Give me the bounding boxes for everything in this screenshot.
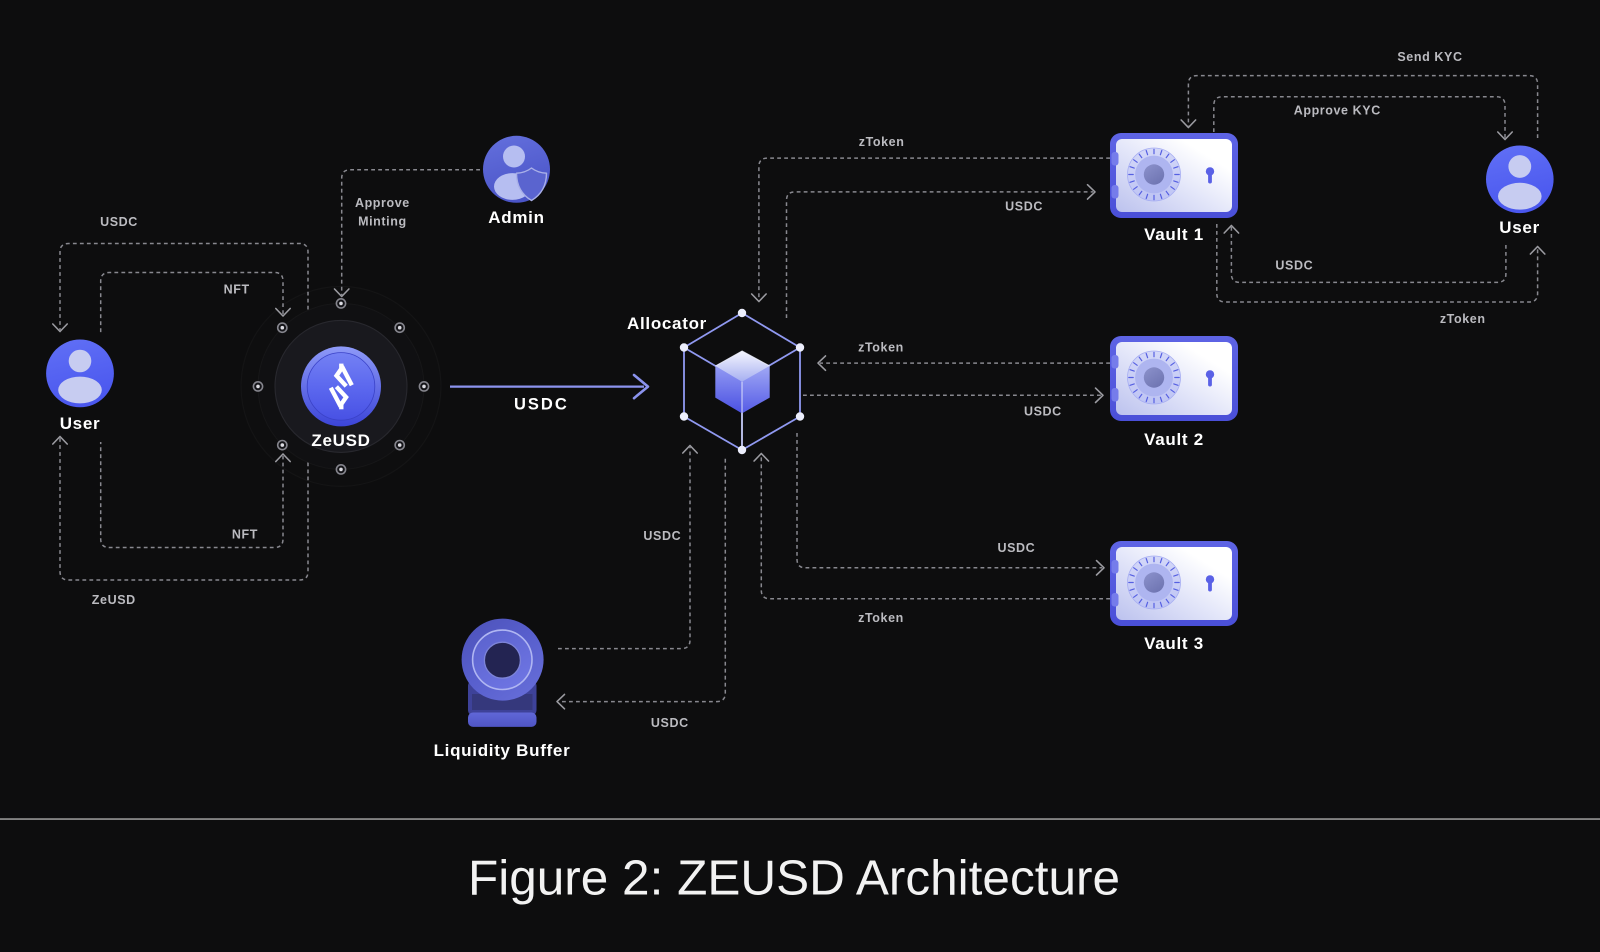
svg-text:NFT: NFT — [224, 283, 250, 297]
svg-text:USDC: USDC — [643, 529, 681, 543]
svg-text:USDC: USDC — [1275, 259, 1313, 273]
svg-text:Minting: Minting — [358, 215, 407, 229]
svg-text:USDC: USDC — [514, 396, 569, 414]
svg-text:Send KYC: Send KYC — [1397, 50, 1462, 64]
svg-text:Approve KYC: Approve KYC — [1294, 103, 1381, 117]
svg-text:USDC: USDC — [1024, 404, 1062, 418]
svg-text:NFT: NFT — [232, 528, 258, 542]
svg-text:Admin: Admin — [488, 208, 544, 227]
svg-text:USDC: USDC — [651, 716, 689, 730]
svg-text:ZeUSD: ZeUSD — [92, 593, 136, 607]
svg-text:Approve: Approve — [355, 196, 410, 210]
svg-text:Vault 1: Vault 1 — [1144, 225, 1204, 244]
svg-text:Vault 2: Vault 2 — [1144, 430, 1204, 449]
svg-text:USDC: USDC — [100, 215, 138, 229]
svg-text:ZeUSD: ZeUSD — [311, 431, 370, 450]
svg-text:USDC: USDC — [1005, 200, 1043, 214]
svg-text:zToken: zToken — [1440, 312, 1486, 326]
svg-text:zToken: zToken — [858, 341, 904, 355]
svg-text:USDC: USDC — [997, 541, 1035, 555]
svg-text:Vault 3: Vault 3 — [1144, 634, 1204, 653]
svg-text:User: User — [1499, 218, 1540, 237]
svg-text:zToken: zToken — [858, 611, 904, 625]
svg-text:Allocator: Allocator — [627, 314, 707, 333]
svg-text:User: User — [60, 414, 101, 433]
svg-text:Figure 2: ZEUSD Architecture: Figure 2: ZEUSD Architecture — [468, 851, 1120, 906]
svg-text:Liquidity Buffer: Liquidity Buffer — [434, 741, 571, 760]
svg-text:zToken: zToken — [859, 135, 905, 149]
